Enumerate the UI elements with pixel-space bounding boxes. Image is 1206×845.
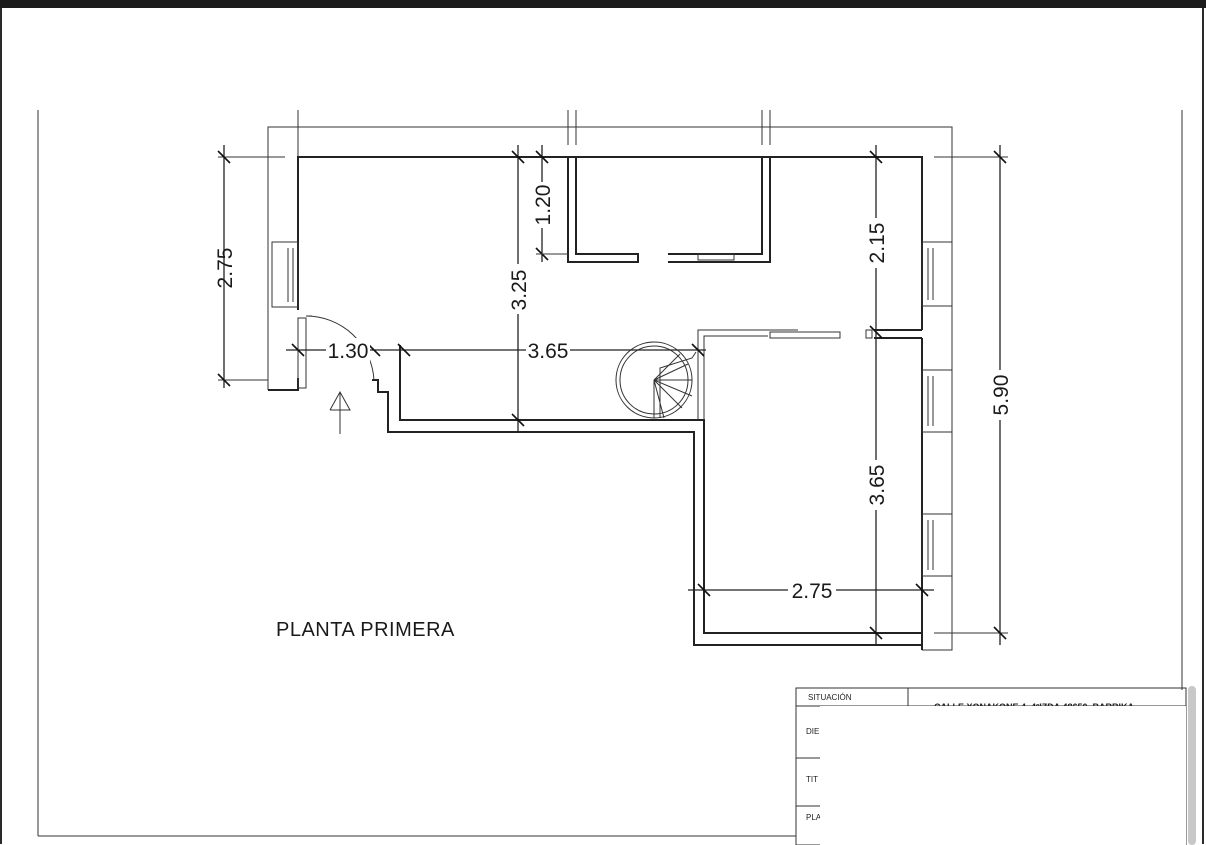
title-block-row4-label: PLA (806, 813, 822, 822)
spiral-staircase-icon (615, 341, 697, 419)
dimension-labels: 2.75 1.30 3.65 3.25 1.20 2.15 3.65 5.90 … (214, 182, 1013, 603)
interior-walls (268, 156, 953, 650)
dim-bottom-width: 2.75 (792, 580, 833, 603)
dim-right-upper: 2.15 (866, 223, 889, 264)
dim-total-height: 5.90 (990, 375, 1013, 416)
dim-door-width: 1.30 (328, 340, 369, 363)
window-top-bar (0, 0, 1206, 8)
dim-closet-depth: 1.20 (532, 185, 555, 226)
dim-left-height: 2.75 (214, 248, 237, 289)
exterior-wall-outline (267, 110, 953, 651)
entrance-door (305, 315, 375, 381)
title-block-overlay (820, 706, 1186, 845)
title-block-row2-label: DIE (806, 727, 819, 736)
title-block-row3-label: TIT (806, 775, 818, 784)
plan-title: PLANTA PRIMERA (276, 619, 455, 641)
vertical-scrollbar[interactable] (1188, 686, 1196, 845)
dim-right-lower: 3.65 (866, 465, 889, 506)
sheet-border (37, 110, 1183, 837)
viewer-frame (0, 8, 1204, 844)
dimension-lines (217, 145, 1008, 645)
entry-arrow-icon (329, 390, 351, 434)
dim-top-room-height: 3.25 (508, 270, 531, 311)
dim-room-width: 3.65 (528, 340, 569, 363)
title-block-situacion-label: SITUACIÓN (808, 693, 852, 702)
